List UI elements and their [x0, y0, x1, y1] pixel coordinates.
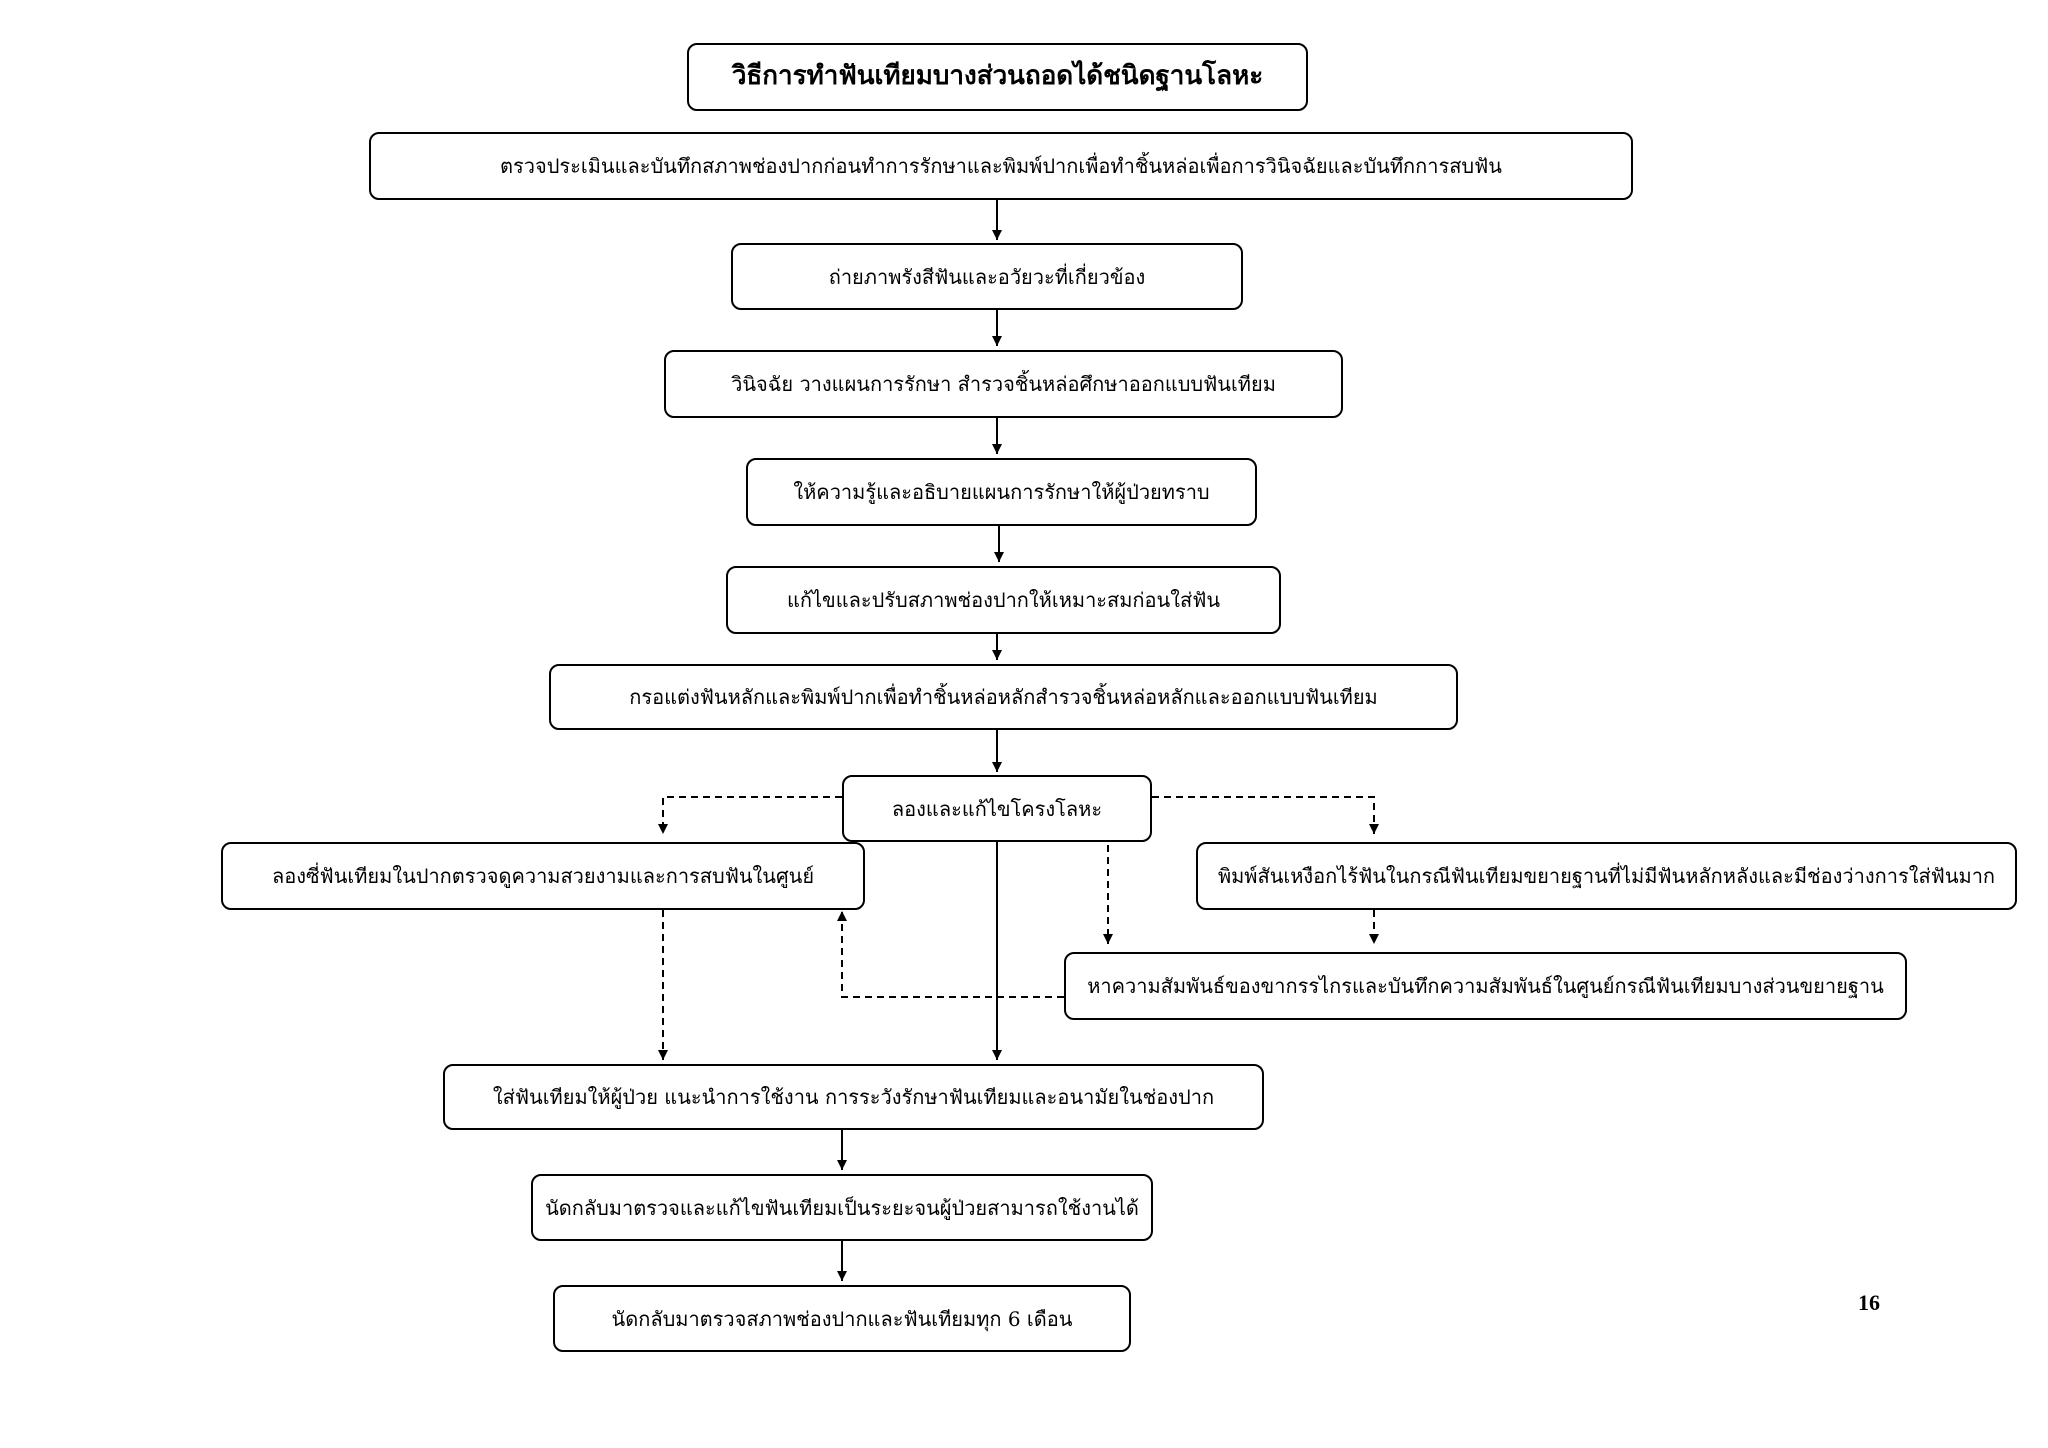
step-xray: ถ่ายภาพรังสีฟันและอวัยวะที่เกี่ยวข้อง [731, 243, 1243, 310]
step-abutment-preparation: กรอแต่งฟันหลักและพิมพ์ปากเพื่อทำชิ้นหล่อ… [549, 664, 1458, 730]
step-six-month-recall: นัดกลับมาตรวจสภาพช่องปากและฟันเทียมทุก 6… [553, 1285, 1131, 1352]
step-diagnose-plan: วินิจฉัย วางแผนการรักษา สำรวจชิ้นหล่อศึก… [664, 350, 1343, 418]
dashed-framework-to-teeth-tryin [658, 796, 842, 834]
flowchart-title: วิธีการทำฟันเทียมบางส่วนถอดได้ชนิดฐานโลห… [687, 43, 1308, 111]
step-assess-record: ตรวจประเมินและบันทึกสภาพช่องปากก่อนทำการ… [369, 132, 1633, 200]
step-mouth-preparation: แก้ไขและปรับสภาพช่องปากให้เหมาะสมก่อนใส่… [726, 566, 1281, 634]
page-number: 16 [1858, 1290, 1880, 1315]
step-jaw-relation-record: หาความสัมพันธ์ของขากรรไกรและบันทึกความสั… [1064, 952, 1907, 1020]
step-followup-adjustment: นัดกลับมาตรวจและแก้ไขฟันเทียมเป็นระยะจนผ… [531, 1174, 1153, 1241]
step-teeth-tryin: ลองซี่ฟันเทียมในปากตรวจดูความสวยงามและกา… [221, 842, 865, 910]
step-denture-insertion: ใส่ฟันเทียมให้ผู้ป่วย แนะนำการใช้งาน การ… [443, 1064, 1264, 1130]
step-framework-tryin: ลองและแก้ไขโครงโลหะ [842, 775, 1152, 842]
dashed-framework-to-altered-cast [1152, 796, 1379, 834]
step-patient-education: ให้ความรู้และอธิบายแผนการรักษาให้ผู้ป่วย… [746, 458, 1257, 526]
step-altered-cast-impression: พิมพ์สันเหงือกไร้ฟันในกรณีฟันเทียมขยายฐา… [1196, 842, 2017, 910]
dashed-jaw-relation-to-teeth-tryin [837, 911, 1064, 998]
